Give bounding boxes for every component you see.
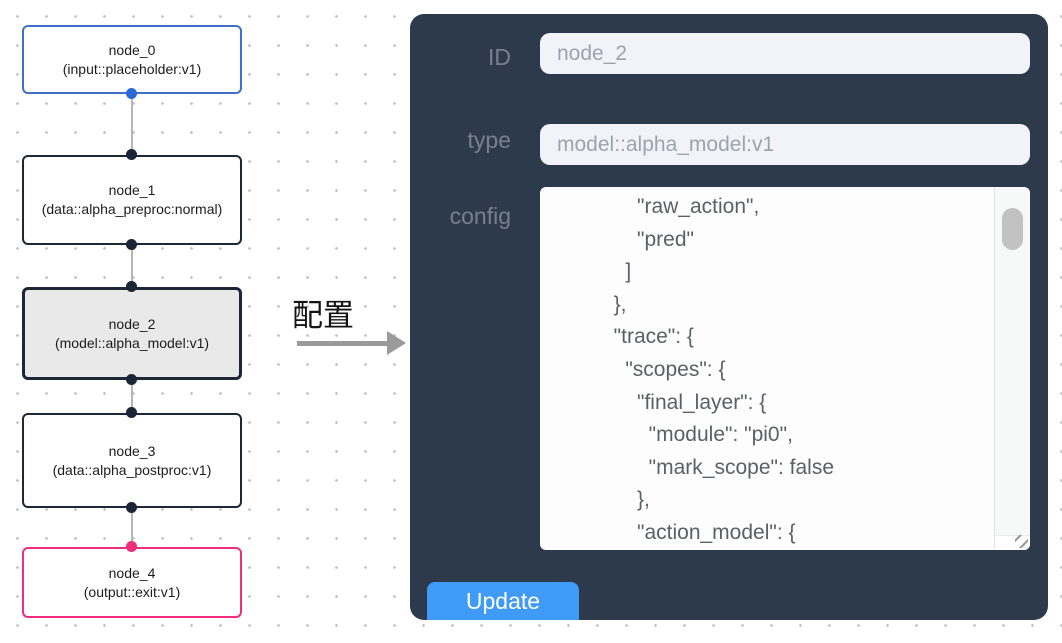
node-config-panel: ID type config "raw_action", "pred" ] },… — [410, 14, 1048, 620]
port-node3-input[interactable] — [126, 407, 137, 418]
type-field-label: type — [467, 127, 511, 153]
port-node2-input[interactable] — [126, 281, 137, 292]
config-field-label: config — [449, 203, 511, 229]
flow-node-node_0[interactable]: node_0 (input::placeholder:v1) — [22, 25, 242, 94]
id-input[interactable] — [540, 33, 1030, 74]
right-arrow-icon — [297, 341, 389, 346]
config-json-content[interactable]: "raw_action", "pred" ] }, "trace": { "sc… — [613, 195, 834, 544]
update-button[interactable]: Update — [427, 582, 579, 620]
port-node1-input[interactable] — [126, 149, 137, 160]
node-type-label: (data::alpha_preproc:normal) — [41, 201, 223, 217]
node-title: node_2 — [108, 315, 156, 332]
port-node2-output[interactable] — [126, 374, 137, 385]
edge-node0-node1 — [131, 94, 133, 155]
node-title: node_3 — [108, 442, 156, 459]
editor-scrollbar-track[interactable] — [994, 187, 1030, 550]
id-field-label: ID — [488, 44, 511, 70]
resize-grip-icon[interactable] — [1015, 535, 1028, 548]
flow-node-node_2-selected[interactable]: node_2 (model::alpha_model:v1) — [22, 287, 242, 380]
type-input[interactable] — [540, 124, 1030, 165]
port-node4-input[interactable] — [126, 541, 137, 552]
port-node0-output[interactable] — [126, 88, 137, 99]
edge-node3-node4 — [131, 508, 133, 547]
node-type-label: (data::alpha_postproc:v1) — [52, 461, 212, 478]
right-arrow-head-icon — [387, 331, 406, 355]
node-type-label: (input::placeholder:v1) — [62, 60, 202, 77]
node-type-label: (model::alpha_model:v1) — [54, 334, 210, 351]
flow-node-node_4[interactable]: node_4 (output::exit:v1) — [22, 547, 242, 618]
config-json-editor[interactable]: "raw_action", "pred" ] }, "trace": { "sc… — [540, 187, 1030, 550]
port-node1-output[interactable] — [126, 239, 137, 250]
edge-node2-node3 — [131, 380, 133, 413]
flow-node-node_3[interactable]: node_3 (data::alpha_postproc:v1) — [22, 413, 242, 508]
node-title: node_1 — [108, 182, 156, 198]
node-type-label: (output::exit:v1) — [83, 583, 181, 600]
editor-scrollbar-thumb[interactable] — [1002, 208, 1023, 250]
flow-node-node_1[interactable]: node_1 (data::alpha_preproc:normal) — [22, 155, 242, 245]
port-node3-output[interactable] — [126, 502, 137, 513]
node-title: node_4 — [108, 564, 156, 581]
edge-node1-node2 — [131, 245, 133, 287]
configure-annotation-label: 配置 — [292, 298, 354, 333]
node-title: node_0 — [108, 41, 156, 58]
editor-scrollbar-corner — [994, 535, 1030, 550]
